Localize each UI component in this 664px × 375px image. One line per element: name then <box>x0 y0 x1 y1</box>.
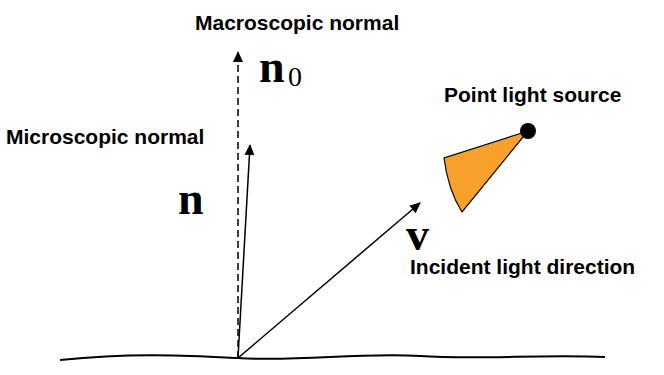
subscript: 0 <box>288 63 302 91</box>
vector-symbol: n <box>259 44 285 90</box>
light-cone <box>444 131 528 212</box>
vector-symbol: n <box>178 176 204 222</box>
microscopic-normal-arrow <box>238 145 250 358</box>
axis-label: Macroscopic normal <box>195 12 399 33</box>
direction-label: Incident light direction <box>410 256 635 277</box>
macroscopic-normal-arrow <box>237 52 239 358</box>
surface-line <box>60 355 605 360</box>
vector-symbol: v <box>406 212 429 258</box>
point-light <box>520 123 536 139</box>
axis-label: Microscopic normal <box>6 126 204 147</box>
light-label: Point light source <box>444 84 621 105</box>
incident-light-arrow <box>238 203 420 358</box>
